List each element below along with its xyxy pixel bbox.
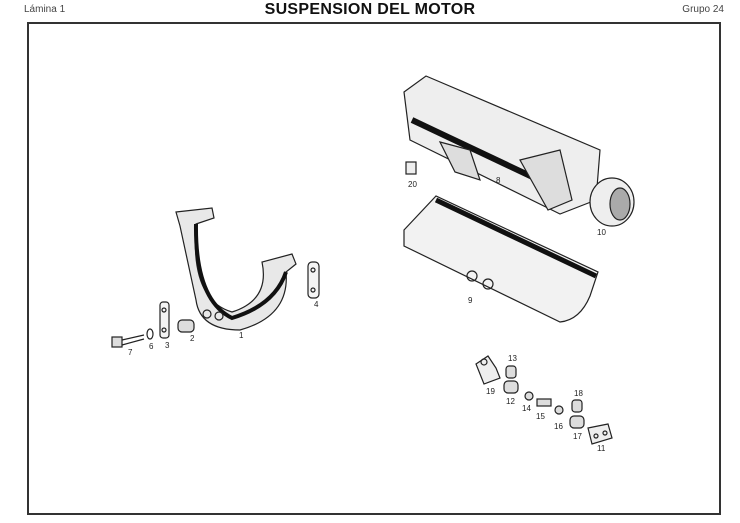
label-part-19: 19: [486, 387, 495, 396]
part-12-sleeve: [503, 380, 519, 394]
label-part-18: 18: [574, 389, 583, 398]
part-10-ring: [589, 177, 635, 227]
label-part-7: 7: [128, 348, 133, 357]
part-2-bushing: [177, 319, 195, 333]
part-8-crossmember-housing: [403, 75, 601, 215]
part-13-bushing: [505, 365, 517, 379]
part-15-stud: [536, 398, 552, 407]
part-17-sleeve: [569, 415, 585, 429]
label-part-17: 17: [573, 432, 582, 441]
label-part-4: 4: [314, 300, 319, 309]
part-6-washer: [146, 328, 154, 340]
label-part-6: 6: [149, 342, 154, 351]
page-title: SUSPENSION DEL MOTOR: [264, 1, 476, 18]
label-part-3: 3: [165, 341, 170, 350]
part-19-bracket: [475, 355, 501, 385]
label-part-2: 2: [190, 334, 195, 343]
label-part-16: 16: [554, 422, 563, 431]
label-part-20: 20: [408, 180, 417, 189]
plate-number: Lámina 1: [24, 4, 66, 15]
part-3-plate: [159, 301, 170, 339]
label-part-13: 13: [508, 354, 517, 363]
label-part-11: 11: [597, 444, 606, 453]
part-16-nut: [554, 405, 564, 415]
label-part-1: 1: [239, 331, 244, 340]
label-part-8: 8: [496, 176, 501, 185]
part-18-bushing: [571, 399, 583, 413]
group-number: Grupo 24: [682, 4, 724, 15]
label-part-15: 15: [536, 412, 545, 421]
part-14-nut: [524, 391, 534, 401]
part-11-plate: [587, 423, 613, 445]
part-1-engine-mount-bracket: [175, 207, 297, 331]
label-part-14: 14: [522, 404, 531, 413]
label-part-9: 9: [468, 296, 473, 305]
part-9-lower-shell: [403, 195, 599, 323]
part-4-plate: [307, 261, 320, 299]
part-20-clip: [405, 161, 417, 175]
drawing-frame: [27, 22, 721, 515]
label-part-10: 10: [597, 228, 606, 237]
part-7-bolt: [111, 334, 145, 348]
label-part-12: 12: [506, 397, 515, 406]
